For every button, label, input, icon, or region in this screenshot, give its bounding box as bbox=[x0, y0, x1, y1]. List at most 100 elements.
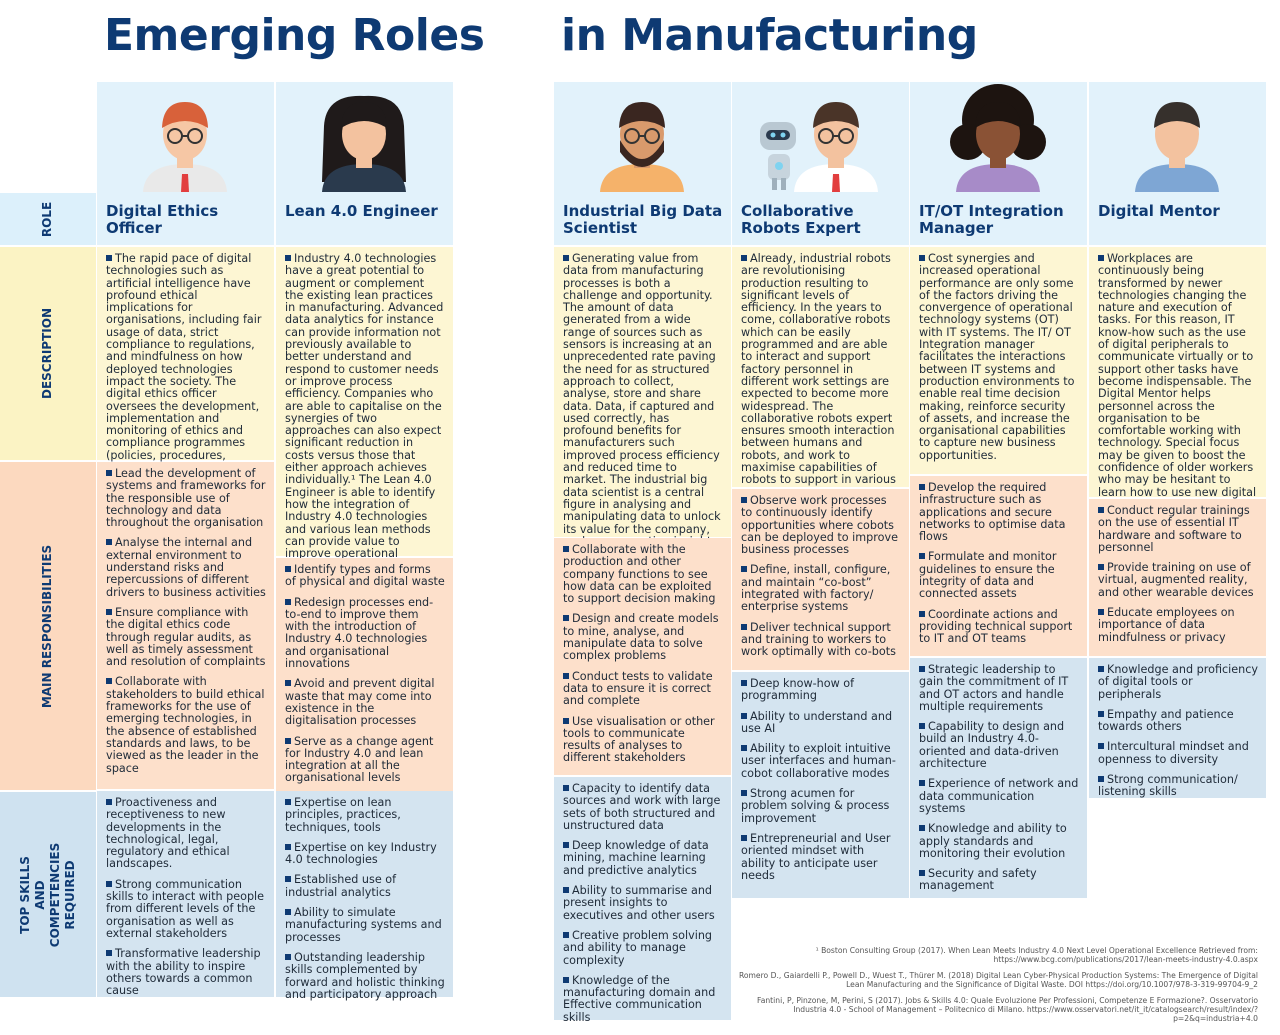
list-item: Capacity to identify data sources and wo… bbox=[563, 782, 721, 832]
role-responsibilities: Develop the required infrastructure such… bbox=[910, 476, 1087, 656]
bullet-icon bbox=[741, 834, 747, 841]
bullet-icon bbox=[919, 825, 925, 832]
list-item: Entrepreneurial and User oriented mindse… bbox=[741, 831, 891, 882]
bullet-icon bbox=[563, 672, 569, 679]
role-name: Lean 4.0 Engineer bbox=[276, 193, 453, 245]
list-item: Conduct tests to validate data to ensure… bbox=[563, 669, 713, 708]
page-title-continued: in Manufacturing bbox=[561, 10, 978, 61]
list-item: Ability to understand and use AI bbox=[741, 709, 893, 735]
bullet-icon bbox=[919, 780, 925, 787]
list-item: Educate employees on importance of data … bbox=[1098, 606, 1235, 644]
bullet-icon bbox=[1098, 776, 1104, 783]
role-avatar bbox=[276, 82, 453, 193]
page-title: Emerging Roles bbox=[104, 10, 485, 61]
bullet-icon bbox=[106, 678, 112, 685]
list-item: Analyse the internal and external enviro… bbox=[106, 536, 266, 599]
bullet-icon bbox=[741, 712, 747, 719]
robot-icon bbox=[760, 122, 796, 190]
bullet-icon bbox=[919, 610, 925, 617]
bullet-icon bbox=[919, 666, 925, 672]
section-label-skills: TOP SKILLS AND COMPETENCIES REQUIRED bbox=[0, 792, 96, 997]
bullet-icon bbox=[106, 950, 112, 957]
description-text: Cost synergies and increased operational… bbox=[919, 252, 1075, 462]
bullet-icon bbox=[106, 799, 112, 805]
bullet-icon bbox=[1098, 710, 1104, 717]
role-responsibilities: Lead the development of systems and fram… bbox=[97, 462, 274, 789]
list-item: Formulate and monitor guidelines to ensu… bbox=[919, 550, 1057, 601]
role-responsibilities: Identify types and forms of physical and… bbox=[276, 558, 453, 791]
role-name: Industrial Big Data Scientist bbox=[554, 193, 731, 245]
bullet-icon bbox=[1098, 743, 1104, 750]
list-item: Strong communication/ listening skills bbox=[1098, 773, 1238, 799]
bullet-icon bbox=[563, 546, 569, 552]
list-item: Redesign processes end-to-end to improve… bbox=[285, 595, 434, 671]
role-skills: Proactiveness and receptiveness to new d… bbox=[97, 791, 274, 997]
bullet-icon bbox=[741, 790, 747, 797]
bullet-icon bbox=[285, 566, 291, 572]
description-text: Workplaces are continuously being transf… bbox=[1098, 252, 1257, 510]
list-item: Deep know-how of programming bbox=[741, 677, 855, 703]
role-avatar bbox=[554, 82, 731, 193]
bullet-icon bbox=[741, 745, 747, 752]
bullet-icon bbox=[741, 255, 747, 261]
bullet-icon bbox=[563, 887, 569, 894]
list-item: Ability to exploit intuitive user interf… bbox=[741, 742, 896, 780]
list-item: Strong acumen for problem solving & proc… bbox=[741, 787, 890, 825]
bearded-man-avatar bbox=[600, 102, 684, 192]
bullet-icon bbox=[285, 909, 291, 916]
bullet-icon bbox=[1098, 507, 1104, 513]
bullet-icon bbox=[741, 497, 747, 503]
description-text: Already, industrial robots are revolutio… bbox=[741, 252, 896, 498]
list-item: Knowledge of the manufacturing domain an… bbox=[563, 973, 716, 1024]
list-item: Empathy and patience towards others bbox=[1098, 707, 1234, 734]
bullet-icon bbox=[919, 553, 925, 560]
bullet-icon bbox=[285, 953, 291, 960]
list-item: Serve as a change agent for Industry 4.0… bbox=[285, 734, 434, 785]
bullet-icon bbox=[285, 680, 291, 687]
list-item: Conduct regular trainings on the use of … bbox=[1098, 504, 1250, 554]
bullet-icon bbox=[563, 976, 569, 983]
list-item: Intercultural mindset and openness to di… bbox=[1098, 740, 1249, 766]
role-description: Industry 4.0 technologies have a great p… bbox=[276, 247, 453, 572]
bullet-icon bbox=[741, 623, 747, 630]
bullet-icon bbox=[919, 723, 925, 730]
list-item: Strong communication skills to interact … bbox=[106, 877, 265, 940]
role-responsibilities: Collaborate with the production and othe… bbox=[554, 538, 731, 775]
list-item: Define, install, configure, and maintain… bbox=[741, 563, 891, 614]
list-item: Proactiveness and receptiveness to new d… bbox=[106, 796, 230, 871]
role-name: Digital Mentor bbox=[1089, 193, 1266, 245]
list-item: Ability to summarise and present insight… bbox=[563, 884, 715, 922]
woman-with-dark-hair-avatar bbox=[322, 95, 406, 192]
bullet-icon bbox=[563, 255, 569, 261]
role-description: Workplaces are continuously being transf… bbox=[1089, 247, 1266, 511]
role-skills: Knowledge and proficiency of digital too… bbox=[1089, 658, 1266, 798]
bullet-icon bbox=[919, 484, 925, 490]
bullet-icon bbox=[1098, 255, 1104, 261]
role-avatar bbox=[1089, 82, 1266, 193]
role-avatar bbox=[97, 82, 274, 193]
bullet-icon bbox=[285, 876, 291, 883]
bullet-icon bbox=[919, 870, 925, 877]
role-description: Already, industrial robots are revolutio… bbox=[732, 247, 909, 498]
man-with-glasses-avatar bbox=[143, 102, 227, 192]
list-item: Deliver technical support and training t… bbox=[741, 620, 896, 659]
bullet-icon bbox=[563, 717, 569, 724]
bullet-icon bbox=[741, 566, 747, 573]
bullet-icon bbox=[106, 255, 112, 261]
bullet-icon bbox=[1098, 666, 1104, 672]
list-item: Transformative leadership with the abili… bbox=[106, 947, 261, 998]
man-in-blue-shirt-avatar bbox=[1135, 102, 1219, 192]
list-item: Established use of industrial analytics bbox=[285, 873, 397, 899]
list-item: Outstanding leadership skills complement… bbox=[285, 950, 445, 1001]
bullet-icon bbox=[1098, 564, 1104, 571]
list-item: Expertise on lean principles, practices,… bbox=[285, 796, 401, 834]
bullet-icon bbox=[563, 615, 569, 622]
role-skills: Expertise on lean principles, practices,… bbox=[276, 791, 453, 1000]
list-item: Provide training on use of virtual, augm… bbox=[1098, 561, 1254, 599]
description-text: The rapid pace of digital technologies s… bbox=[106, 252, 262, 486]
role-name: IT/OT Integration Manager bbox=[910, 193, 1087, 245]
list-item: Use visualisation or other tools to comm… bbox=[563, 714, 715, 765]
bullet-icon bbox=[106, 539, 112, 546]
bullet-icon bbox=[285, 255, 291, 261]
